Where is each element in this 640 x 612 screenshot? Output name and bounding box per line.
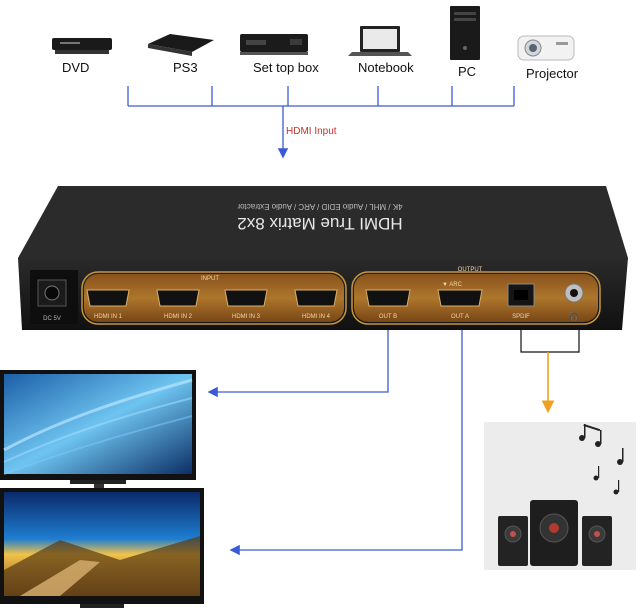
tv-display-1 [0,370,196,489]
hdmi-input-label: HDMI Input [286,126,337,137]
headphone-symbol: 🎧 [569,311,579,321]
device-subtitle: 4K / MHL / Audio EDID / ARC / Audio Extr… [237,202,402,211]
input-port-label: HDMI IN 3 [232,314,261,320]
input-port-label: HDMI IN 2 [164,314,193,320]
input-port-label: HDMI IN 4 [302,314,331,320]
tv-display-2 [0,488,204,608]
hdmi-input-port [156,289,200,307]
projector-icon [517,35,575,61]
source-label-projector: Projector [526,66,579,81]
input-bus [127,86,515,159]
input-group-label: INPUT [201,276,219,282]
output-port-label: OUT A [451,314,469,320]
power-jack [37,279,67,307]
spdif-port [507,283,535,307]
source-label-notebook: Notebook [358,60,414,75]
set-top-box-icon [240,34,308,55]
game-console-icon [148,34,214,56]
hdmi-input-port [86,289,130,307]
input-port-label: HDMI IN 1 [94,314,123,320]
laptop-icon [348,26,412,56]
hdmi-input-port [224,289,268,307]
source-label-set-top-box: Set top box [253,60,319,75]
audio-wire [520,330,580,353]
headphone-jack [564,283,584,303]
speaker-system [484,422,636,570]
spdif-label: SPDIF [512,314,530,320]
source-label-pc: PC [458,64,477,79]
source-label-ps3: PS3 [173,60,198,75]
desktop-tower-icon [450,6,480,60]
music-notes-icon [579,424,624,495]
hdmi-output-port [437,289,483,307]
hdmi-matrix-device [18,186,628,330]
power-label: DC 5V [43,316,61,322]
output-a-wire [229,330,463,556]
source-label-dvd: DVD [62,60,90,75]
hdmi-input-port [294,289,338,307]
output-port-label: OUT B [379,314,397,320]
arc-label: ▼ ARC [442,282,463,288]
dvd-player-icon [52,38,112,54]
hdmi-output-port [365,289,411,307]
output-b-wire [207,330,389,398]
output-group-label: OUTPUT [458,267,483,273]
device-title: HDMI True Matrix 8x2 [237,214,402,233]
